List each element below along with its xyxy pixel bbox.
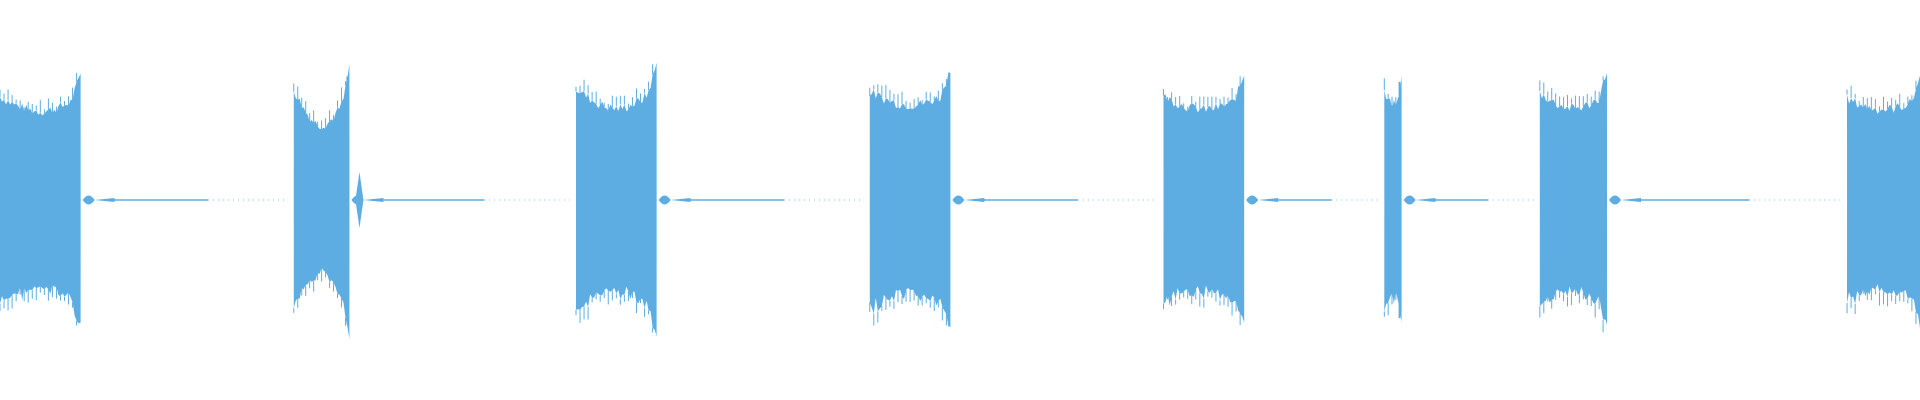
burst-tail-decay [1258, 198, 1279, 202]
burst-body [293, 64, 350, 339]
burst-tail-spike [355, 172, 364, 228]
burst-body [576, 62, 657, 337]
burst-body [1163, 75, 1245, 323]
burst-body [1539, 73, 1608, 326]
burst-tail-blip [1246, 195, 1259, 205]
waveform-burst [1163, 75, 1279, 325]
waveform-burst [0, 72, 115, 326]
burst-tail-blip [658, 195, 671, 205]
burst-body [869, 72, 951, 327]
waveform-burst [293, 64, 384, 339]
burst-tail-decay [964, 198, 985, 202]
burst-tail-blip [952, 195, 965, 205]
waveform-burst [575, 62, 691, 337]
waveform-burst [1383, 75, 1436, 323]
waveform-burst [1539, 73, 1642, 333]
burst-tail-decay [1621, 198, 1642, 202]
burst-body [1384, 75, 1402, 323]
waveform-burst [869, 72, 985, 327]
burst-tail-decay [94, 198, 115, 202]
waveform-burst [1846, 75, 1920, 328]
waveform-bursts [0, 62, 1920, 339]
burst-tail-blip [82, 195, 95, 205]
burst-tail-decay [363, 198, 384, 202]
burst-tail-decay [670, 198, 691, 202]
burst-tail-decay [1415, 198, 1436, 202]
burst-tail-blip [1609, 195, 1622, 205]
burst-tail-blip [1403, 195, 1416, 205]
burst-body [1847, 75, 1920, 328]
burst-body [0, 73, 81, 324]
